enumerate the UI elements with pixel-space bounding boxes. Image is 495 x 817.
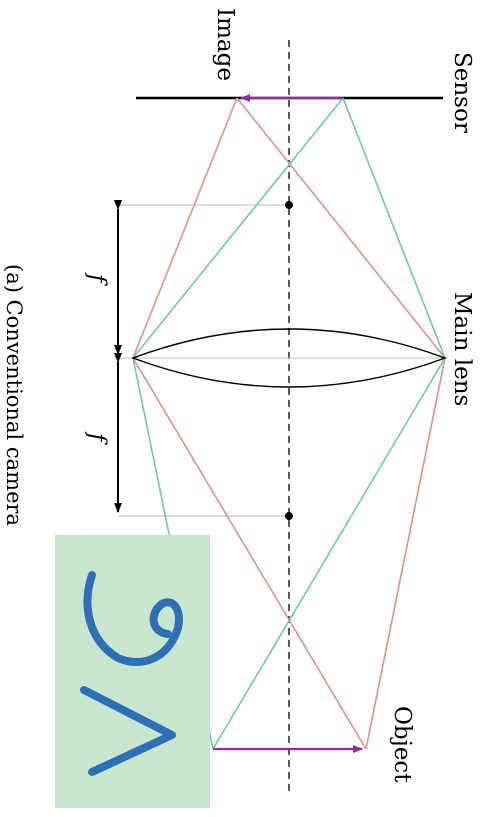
focal-label-bottom: f	[84, 431, 110, 445]
main-lens	[130, 328, 448, 388]
focal-point-bottom	[285, 512, 293, 520]
figure-caption: (a) Conventional camera	[2, 264, 26, 526]
focal-label-top: f	[84, 272, 110, 286]
sensor-label: Sensor	[449, 52, 475, 133]
focal-point-top	[285, 201, 293, 209]
cv-inset	[55, 535, 210, 808]
image-label: Image	[212, 8, 238, 81]
cv-handwriting-icon	[80, 571, 183, 776]
object-label: Object	[389, 706, 415, 783]
main-lens-label: Main lens	[449, 292, 475, 406]
